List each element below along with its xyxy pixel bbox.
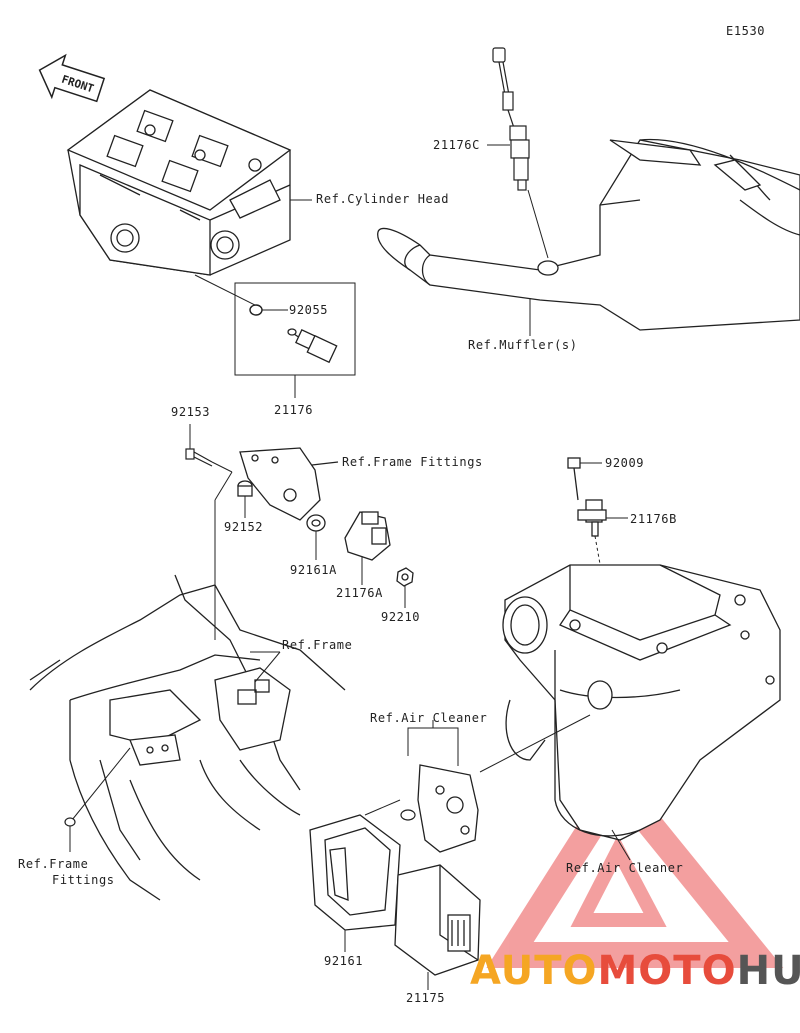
label-ref-muffler[interactable]: Ref.Muffler(s) bbox=[468, 338, 578, 352]
label-21176[interactable]: 21176 bbox=[274, 403, 314, 417]
ecu-21175 bbox=[394, 864, 481, 976]
air-cleaner-bracket bbox=[417, 764, 479, 853]
label-92055[interactable]: 92055 bbox=[289, 303, 329, 317]
watermark-logo: AUTOMOTOHUB bbox=[470, 948, 800, 994]
grommet-92161a bbox=[306, 514, 326, 532]
label-92009[interactable]: 92009 bbox=[605, 456, 645, 470]
bolt-frame-fittings bbox=[64, 817, 76, 827]
cylinder-head-drawing bbox=[66, 89, 292, 276]
front-arrow-icon: FRONT bbox=[38, 53, 106, 103]
label-21176b[interactable]: 21176B bbox=[630, 512, 677, 526]
frame-drawing bbox=[29, 574, 346, 901]
label-21176c[interactable]: 21176C bbox=[433, 138, 480, 152]
screw-bracket bbox=[400, 809, 416, 821]
label-21175[interactable]: 21175 bbox=[406, 991, 446, 1005]
sensor-21176a bbox=[344, 511, 391, 561]
air-cleaner-drawing bbox=[502, 564, 781, 841]
watermark-part-moto: MOTO bbox=[597, 948, 737, 994]
label-92152[interactable]: 92152 bbox=[224, 520, 264, 534]
sensor-21176c bbox=[492, 47, 530, 191]
label-ref-air-cleaner-top[interactable]: Ref.Air Cleaner bbox=[370, 711, 488, 725]
collar-92152 bbox=[237, 480, 253, 497]
watermark-triangle bbox=[486, 762, 784, 968]
label-92161[interactable]: 92161 bbox=[324, 954, 364, 968]
label-ref-frame[interactable]: Ref.Frame bbox=[282, 638, 353, 652]
label-ref-frame-fittings-bottom-2[interactable]: Fittings bbox=[52, 873, 115, 887]
label-92210[interactable]: 92210 bbox=[381, 610, 421, 624]
nut-92210 bbox=[396, 567, 414, 587]
bolt-92153 bbox=[185, 448, 213, 467]
label-92153[interactable]: 92153 bbox=[171, 405, 211, 419]
label-ref-frame-fittings-top[interactable]: Ref.Frame Fittings bbox=[342, 455, 483, 469]
cover-92161 bbox=[309, 814, 401, 931]
label-ref-cylinder-head[interactable]: Ref.Cylinder Head bbox=[316, 192, 450, 206]
label-92161a[interactable]: 92161A bbox=[290, 563, 337, 577]
label-ref-frame-fittings-bottom-1[interactable]: Ref.Frame bbox=[18, 857, 89, 871]
muffler-drawing bbox=[377, 138, 800, 331]
watermark-part-hub: HUB bbox=[736, 948, 800, 994]
sensor-21176 bbox=[287, 328, 338, 364]
diagram-code: E1530 bbox=[726, 24, 766, 38]
label-21176a[interactable]: 21176A bbox=[336, 586, 383, 600]
watermark-part-auto: AUTO bbox=[470, 948, 598, 994]
callout-box-21176 bbox=[234, 282, 356, 376]
sensor-21176b bbox=[577, 499, 607, 537]
screw-92009 bbox=[567, 457, 581, 501]
bracket-drawing bbox=[239, 447, 339, 521]
label-ref-air-cleaner-bottom[interactable]: Ref.Air Cleaner bbox=[566, 861, 684, 875]
